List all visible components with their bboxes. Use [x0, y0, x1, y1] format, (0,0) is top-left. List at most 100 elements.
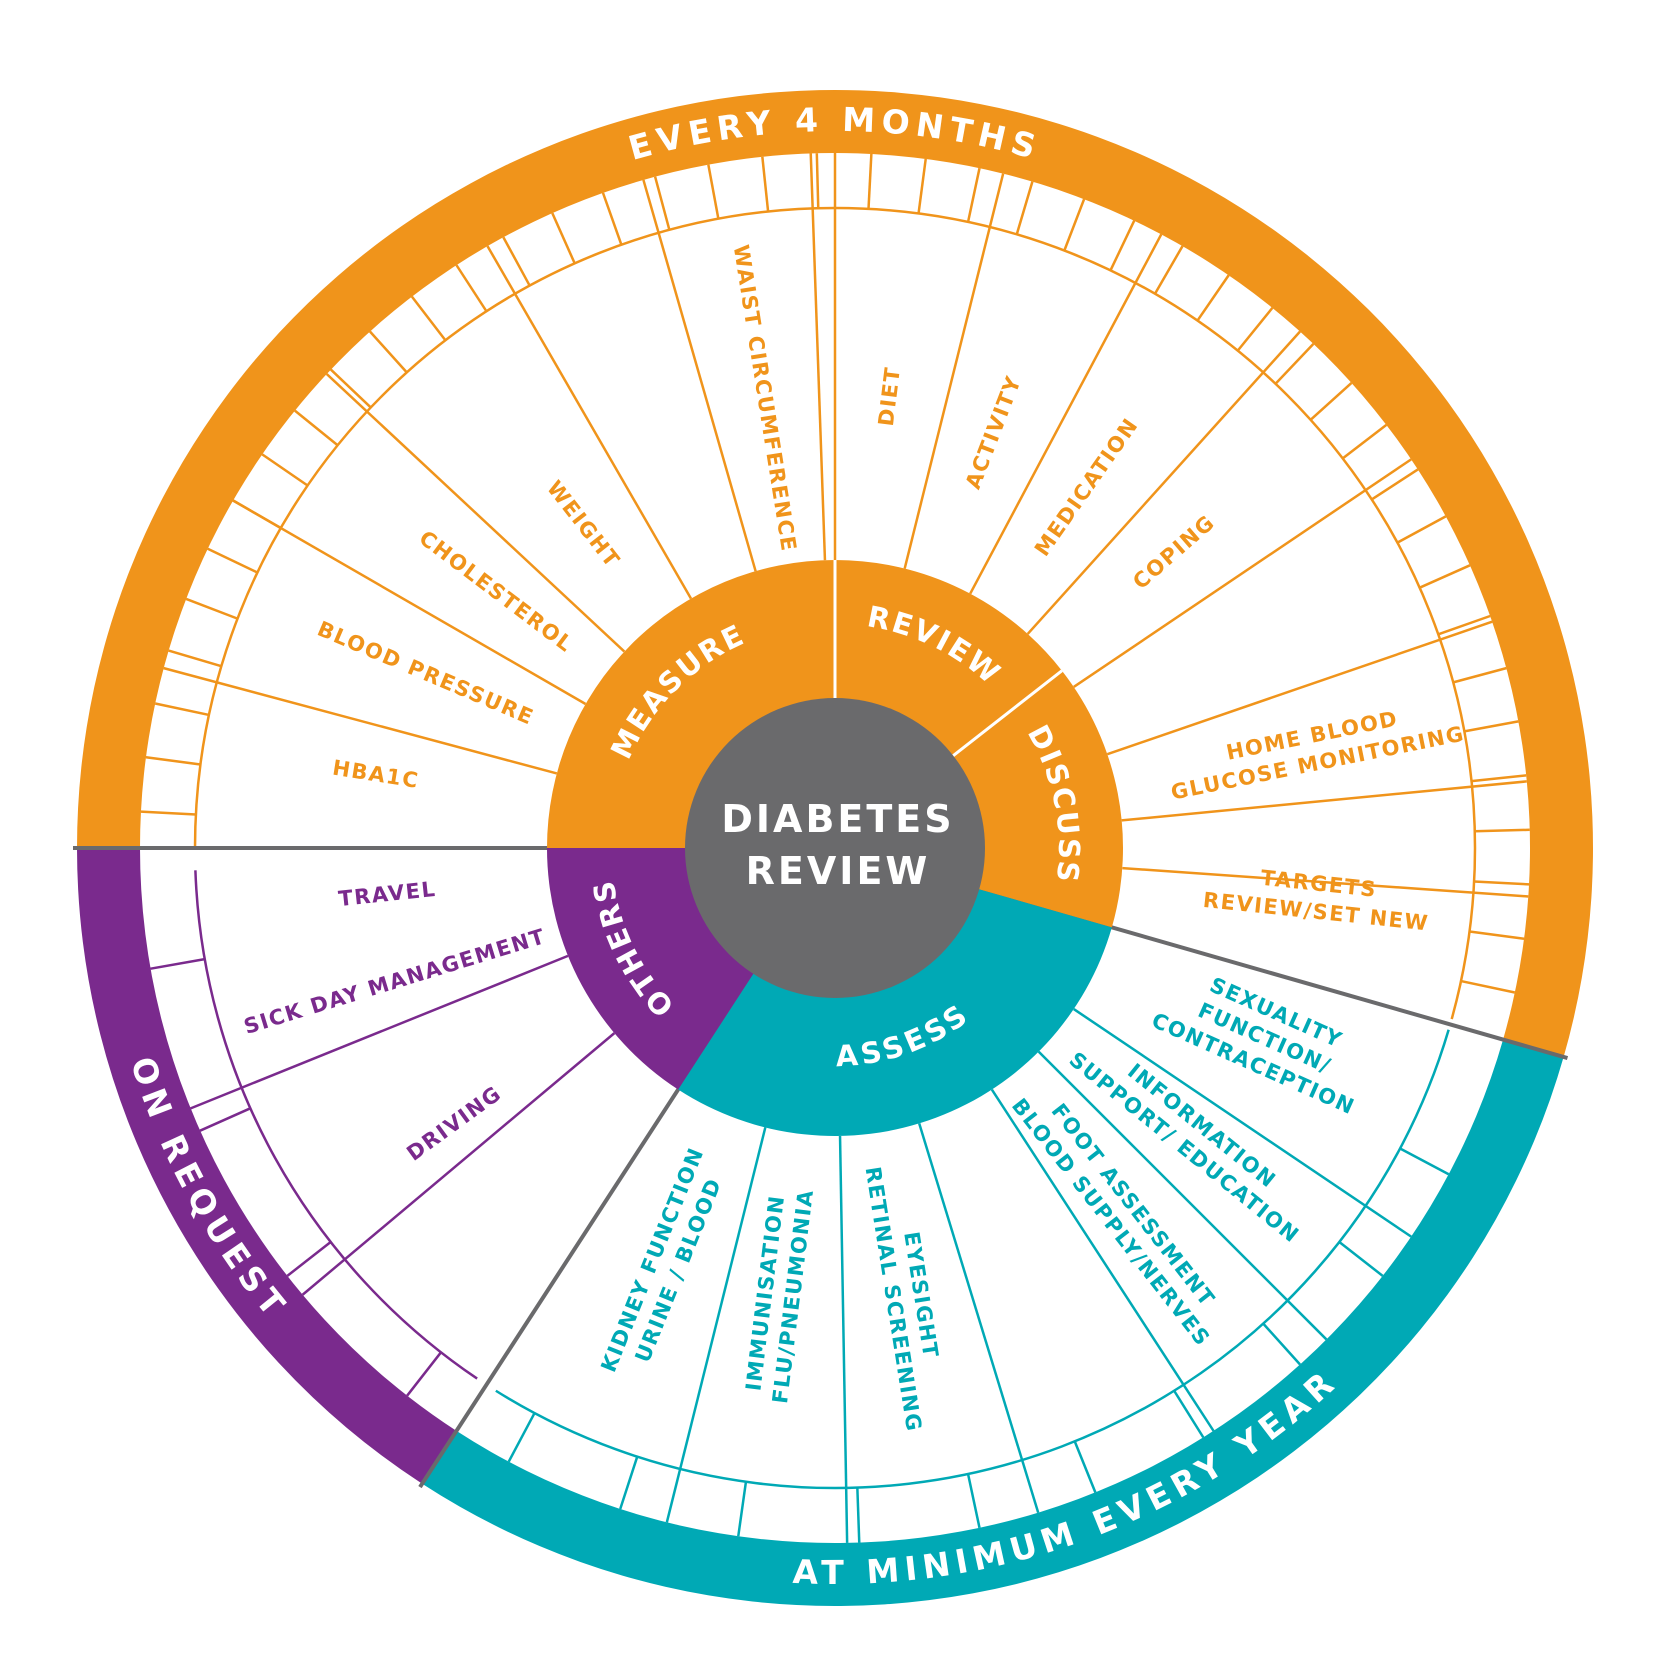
tick-orange	[601, 192, 623, 246]
tick-orange	[1015, 181, 1034, 235]
item-activity: ACTIVITY	[961, 372, 1026, 492]
spoke-teal	[918, 1123, 1040, 1513]
item-label-medication-line1: MEDICATION	[1030, 413, 1143, 560]
spoke-orange	[903, 173, 1005, 569]
item-coping: COPING	[1128, 510, 1219, 594]
tick-orange	[653, 176, 671, 231]
tick-orange	[966, 167, 981, 223]
tick-orange	[185, 597, 238, 620]
band-purple	[77, 848, 457, 1484]
band-label-purple: ON REQUEST	[123, 1052, 296, 1328]
tick-teal	[619, 1456, 639, 1510]
tick-teal	[1399, 1147, 1450, 1176]
tick-teal	[737, 1481, 748, 1537]
item-waist-circumference: WAIST CIRCUMFERENCE	[729, 243, 801, 554]
item-travel: TRAVEL	[337, 877, 437, 911]
item-label-waist-circumference-line1: WAIST CIRCUMFERENCE	[729, 243, 801, 554]
spoke-orange	[1106, 620, 1493, 756]
item-cholesterol: CHOLESTEROL	[415, 526, 578, 657]
tick-orange	[294, 409, 339, 447]
spoke-orange	[486, 245, 693, 600]
category-review	[835, 560, 1062, 757]
tick-orange	[1109, 220, 1136, 271]
tick-orange	[1471, 774, 1527, 783]
item-label-diet-line1: DIET	[874, 365, 905, 427]
tick-orange	[1464, 720, 1519, 733]
checkbox-ticks	[140, 153, 1530, 1543]
tick-teal	[1173, 1390, 1205, 1439]
item-diet: DIET	[874, 365, 905, 427]
item-label-weight-line1: WEIGHT	[542, 476, 625, 572]
tick-teal	[507, 1412, 536, 1463]
item-label-coping-line1: COPING	[1128, 510, 1219, 594]
spoke-orange	[809, 153, 827, 561]
tick-purple	[286, 1241, 332, 1277]
spoke-orange	[163, 666, 558, 775]
spoke-purple	[301, 1032, 616, 1296]
spoke-teal	[990, 1088, 1215, 1432]
tick-orange	[502, 236, 531, 287]
tick-orange	[1236, 307, 1274, 352]
tick-ring-teal	[495, 1029, 1450, 1490]
tick-orange	[707, 164, 720, 219]
item-label-activity-line1: ACTIVITY	[961, 372, 1026, 492]
category-discuss	[951, 670, 1123, 928]
tick-orange	[1474, 880, 1530, 886]
tick-purple	[199, 1107, 251, 1132]
item-medication: MEDICATION	[1030, 413, 1143, 560]
center-circle	[685, 698, 985, 998]
spoke-orange	[232, 499, 587, 706]
tick-orange	[261, 453, 309, 487]
tick-teal	[966, 1473, 981, 1529]
spoke-teal	[1037, 1050, 1328, 1341]
tick-orange	[207, 547, 258, 574]
tick-orange	[551, 212, 576, 264]
tick-orange	[1309, 382, 1353, 421]
tick-ring-purple	[194, 870, 478, 1380]
band-teal	[422, 1039, 1564, 1607]
tick-orange	[455, 264, 488, 312]
tick-orange	[761, 156, 770, 212]
tick-teal	[1073, 1440, 1097, 1493]
tick-orange	[1274, 342, 1315, 385]
tick-orange	[410, 295, 447, 342]
tick-purple	[406, 1351, 442, 1397]
tick-teal	[856, 1487, 861, 1543]
spoke-purple	[190, 954, 569, 1110]
category-others	[547, 848, 755, 1090]
item-label-driving-line1: DRIVING	[402, 1081, 506, 1166]
item-driving: DRIVING	[402, 1081, 506, 1166]
item-weight: WEIGHT	[542, 476, 625, 572]
tick-orange	[1341, 423, 1388, 460]
tick-orange	[1469, 930, 1525, 940]
tick-orange	[145, 756, 201, 766]
item-hba1c: HBA1C	[331, 756, 421, 793]
spoke-orange	[1073, 458, 1412, 688]
tick-orange	[917, 158, 927, 214]
item-label-travel-line1: TRAVEL	[337, 877, 437, 911]
item-blood-pressure: BLOOD PRESSURE	[314, 617, 538, 730]
spoke-orange	[642, 179, 757, 572]
tick-orange	[1063, 198, 1086, 251]
spoke-orange	[325, 373, 626, 653]
tick-orange	[154, 702, 210, 717]
tick-ring-orange-lower	[1450, 847, 1477, 1020]
tick-orange	[1419, 564, 1471, 589]
category-measure	[547, 560, 835, 848]
tick-orange	[1371, 468, 1419, 501]
tick-orange	[329, 368, 372, 409]
band-label-text-purple: ON REQUEST	[123, 1052, 290, 1328]
tick-orange	[140, 810, 196, 816]
center-title-line2: REVIEW	[746, 849, 931, 893]
category-assess	[678, 888, 1112, 1137]
spoke-orange	[1121, 780, 1527, 822]
tick-orange	[168, 649, 222, 668]
item-label-hba1c-line1: HBA1C	[331, 756, 421, 793]
tick-orange	[1153, 245, 1184, 295]
tick-teal	[1338, 1241, 1384, 1277]
spoke-orange	[1122, 866, 1529, 898]
